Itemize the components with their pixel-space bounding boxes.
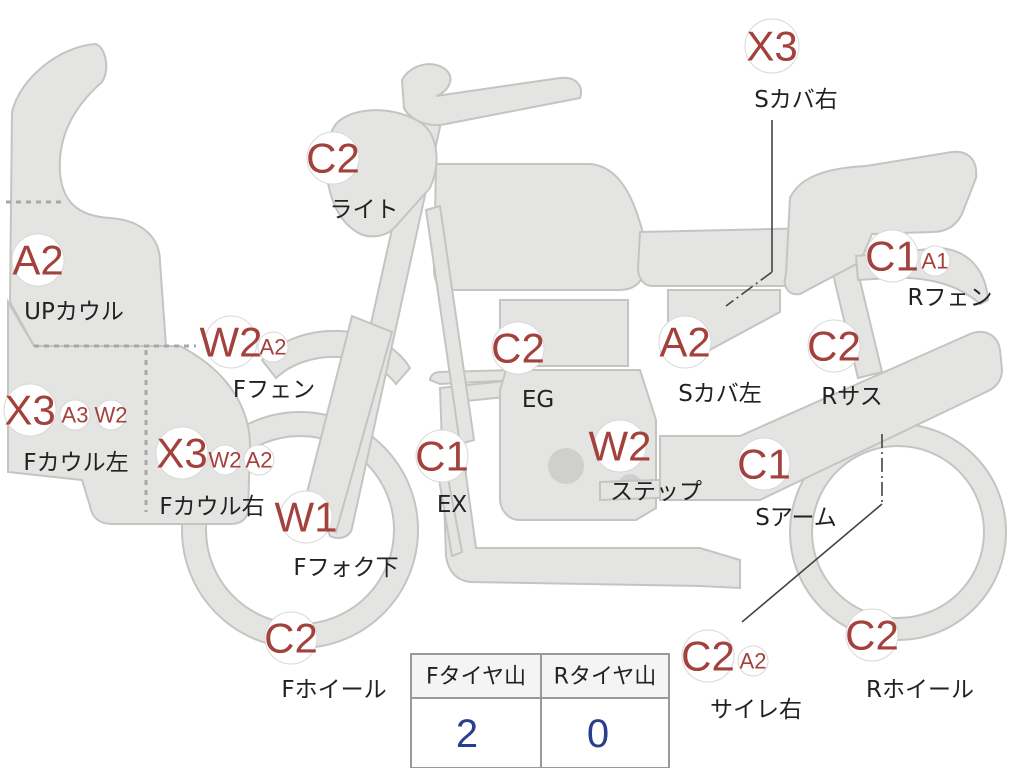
damage-code: W1 (275, 494, 338, 541)
damage-code-badge (243, 444, 275, 476)
part-label: UPカウル (24, 299, 124, 325)
damage-code: W2 (95, 403, 128, 428)
damage-code: A2 (12, 237, 63, 284)
damage-code: C2 (681, 633, 735, 680)
damage-code: W2 (200, 319, 263, 366)
damage-code-badge (865, 229, 919, 283)
damage-code: A2 (246, 448, 273, 473)
part-label: Sカバ右 (754, 87, 838, 113)
damage-code-badge (155, 426, 209, 480)
part-label: EG (522, 387, 554, 413)
part-step: W2 ステップ (589, 419, 702, 505)
damage-code-badge (3, 383, 57, 437)
part-label: Fホイール (281, 677, 386, 703)
part-label: Sカバ左 (678, 381, 762, 407)
frame-down-tube-shape (424, 204, 476, 446)
damage-code-badge (59, 399, 91, 431)
part-label: Sアーム (755, 505, 837, 531)
damage-code-badge (737, 437, 791, 491)
damage-code-badge (807, 319, 861, 373)
part-label: Fフェン (233, 377, 315, 403)
fuel-tank-shape (432, 163, 648, 291)
rear-tire-header: Rタイヤ山 (554, 665, 657, 690)
damage-code: A2 (740, 649, 767, 674)
part-label: Fカウル左 (23, 450, 128, 476)
part-label: Fフォク下 (293, 555, 398, 581)
motorcycle-silhouette (6, 42, 1007, 649)
part-label: Fカウル右 (159, 494, 264, 520)
front-tire-header: Fタイヤ山 (426, 665, 526, 690)
front-tire-value: 2 (456, 712, 478, 756)
damage-code-badge (415, 429, 469, 483)
damage-code: X3 (746, 23, 797, 70)
damage-code: C2 (807, 323, 861, 370)
damage-code-badge (209, 444, 241, 476)
damage-code: A2 (659, 319, 710, 366)
damage-code-badge (744, 18, 800, 74)
tire-tread-table: Fタイヤ山 Rタイヤ山 2 0 (410, 653, 670, 768)
damage-code: C2 (491, 325, 545, 372)
damage-code-badge (658, 315, 712, 369)
damage-code-badge (204, 315, 258, 369)
damage-code: A2 (260, 335, 287, 360)
damage-code-badge (257, 331, 289, 363)
damage-code-badge (681, 629, 735, 683)
damage-code-badge (737, 645, 769, 677)
damage-code: X3 (4, 387, 55, 434)
damage-code: A3 (62, 403, 89, 428)
handlebar-shape (400, 63, 582, 126)
damage-code: C1 (865, 233, 919, 280)
part-label: EX (437, 492, 468, 518)
damage-code: C1 (737, 441, 791, 488)
part-light: C2 ライト (306, 131, 399, 223)
damage-code-badge (919, 245, 951, 277)
damage-code-badge (845, 608, 899, 662)
part-label: Rフェン (908, 285, 993, 311)
part-label: ライト (330, 197, 399, 223)
fork-lower-shape (298, 314, 394, 534)
damage-code: C1 (415, 433, 469, 480)
damage-code: C2 (264, 615, 318, 662)
damage-code: W2 (589, 423, 652, 470)
part-label: Rホイール (866, 677, 974, 703)
damage-code-badge (279, 490, 333, 544)
damage-code: X3 (156, 430, 207, 477)
damage-code-badge (95, 399, 127, 431)
part-label: サイレ右 (710, 697, 802, 723)
damage-code-badge (491, 321, 545, 375)
part-label: Rサス (821, 384, 883, 410)
rear-tire-value: 0 (587, 712, 609, 756)
damage-code-badge (11, 233, 65, 287)
damage-code: W2 (209, 448, 242, 473)
damage-code-badge (264, 611, 318, 665)
damage-code: C2 (306, 135, 360, 182)
tail-cowl-shape (783, 150, 978, 296)
part-label: ステップ (610, 479, 702, 505)
damage-code-badge (306, 131, 360, 185)
damage-code: A1 (922, 249, 949, 274)
damage-code: C2 (845, 612, 899, 659)
damage-code-badge (593, 419, 647, 473)
